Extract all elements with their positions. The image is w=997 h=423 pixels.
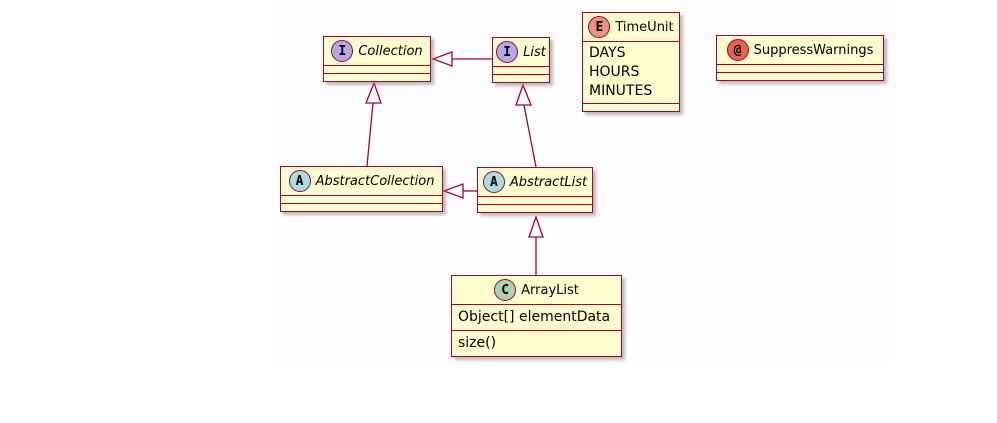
method-size: size() xyxy=(458,335,497,351)
fields-compartment-list xyxy=(493,66,549,74)
methods-compartment-list xyxy=(493,74,549,82)
class-header-abstractlist: A AbstractList xyxy=(478,168,592,196)
fields-compartment-suppresswarnings xyxy=(717,64,883,72)
fields-compartment-abstractlist xyxy=(478,196,592,204)
class-header-collection: I Collection xyxy=(324,37,430,65)
annotation-at-icon: @ xyxy=(726,39,749,61)
class-name-arraylist: ArrayList xyxy=(521,282,579,298)
class-box-collection: I Collection xyxy=(323,36,431,82)
class-header-suppresswarnings: @ SuppressWarnings xyxy=(717,36,883,64)
methods-compartment-suppresswarnings xyxy=(717,72,883,80)
enum-constant: DAYS xyxy=(589,45,626,61)
class-name-abstractlist: AbstractList xyxy=(509,174,588,190)
fields-compartment-arraylist: Object[] elementData xyxy=(452,304,621,330)
class-name-abstractcollection: AbstractCollection xyxy=(315,173,435,189)
class-box-arraylist: C ArrayList Object[] elementData size() xyxy=(451,275,622,357)
class-box-timeunit: E TimeUnit DAYS HOURS MINUTES xyxy=(582,12,680,112)
methods-compartment-abstractcollection xyxy=(281,203,442,211)
fields-compartment-collection xyxy=(324,65,430,73)
class-name-timeunit: TimeUnit xyxy=(615,19,674,35)
class-name-suppresswarnings: SuppressWarnings xyxy=(753,42,874,58)
methods-compartment-arraylist: size() xyxy=(452,330,621,356)
class-header-arraylist: C ArrayList xyxy=(452,276,621,304)
class-box-abstractlist: A AbstractList xyxy=(477,167,593,213)
class-header-timeunit: E TimeUnit xyxy=(583,13,679,41)
abstract-a-icon: A xyxy=(288,170,311,192)
field-elementdata: Object[] elementData xyxy=(458,309,611,325)
class-box-list: I List xyxy=(492,37,550,83)
class-c-icon: C xyxy=(494,279,517,301)
class-name-collection: Collection xyxy=(358,43,423,59)
class-header-abstractcollection: A AbstractCollection xyxy=(281,167,442,195)
class-header-list: I List xyxy=(493,38,549,66)
class-box-abstractcollection: A AbstractCollection xyxy=(280,166,443,212)
class-box-suppresswarnings: @ SuppressWarnings xyxy=(716,35,884,81)
enum-e-icon: E xyxy=(588,16,611,38)
methods-compartment-timeunit xyxy=(583,103,679,111)
fields-compartment-abstractcollection xyxy=(281,195,442,203)
interface-i-icon: I xyxy=(496,41,519,63)
fields-compartment-timeunit: DAYS HOURS MINUTES xyxy=(583,41,679,103)
abstract-a-icon: A xyxy=(482,171,505,193)
enum-constant: HOURS xyxy=(589,64,640,80)
methods-compartment-abstractlist xyxy=(478,204,592,212)
enum-constant: MINUTES xyxy=(589,83,653,99)
interface-i-icon: I xyxy=(331,40,354,62)
methods-compartment-collection xyxy=(324,73,430,81)
class-name-list: List xyxy=(523,44,546,60)
